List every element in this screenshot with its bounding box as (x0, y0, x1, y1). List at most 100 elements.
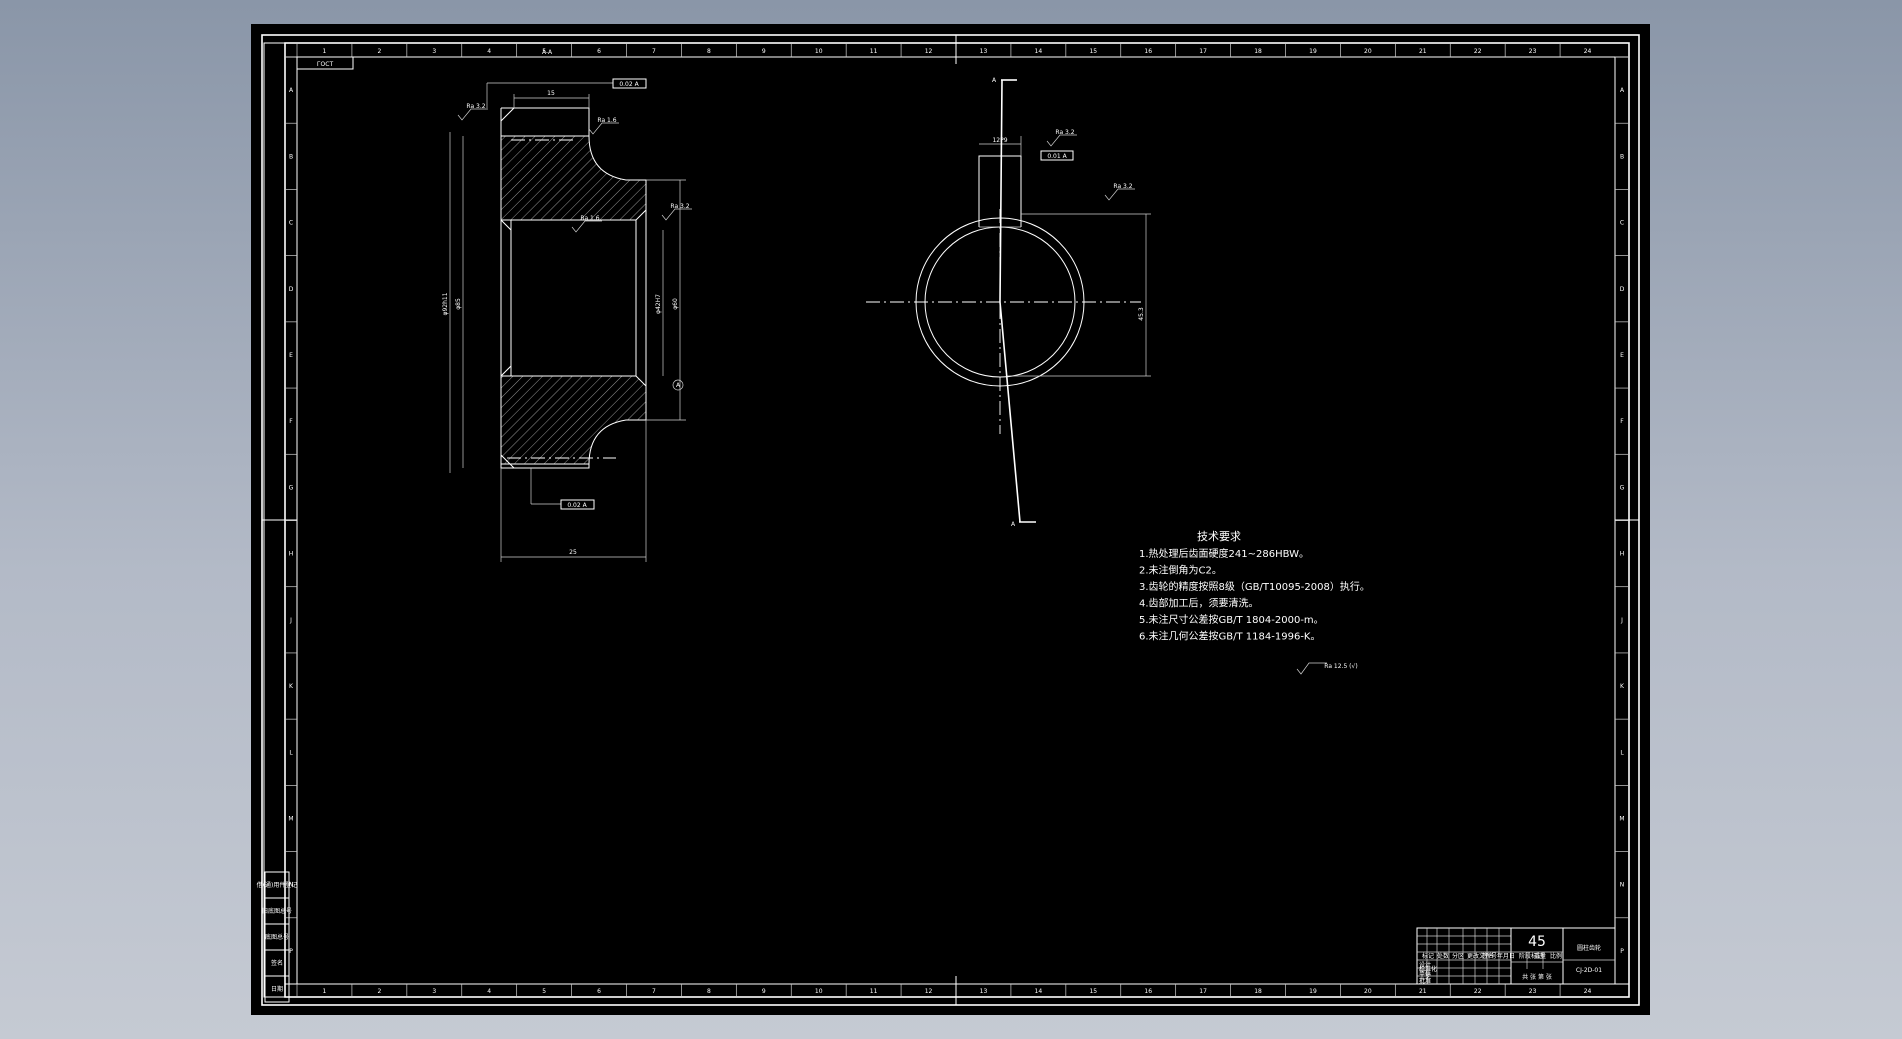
hub-roughness-top-text: Ra 3.2 (1055, 129, 1074, 136)
zone-col-label-bottom: 3 (432, 988, 436, 995)
tech-req-title: 技术要求 (1197, 530, 1241, 543)
keyway-depth-text: 45.3 (1138, 307, 1145, 321)
zone-row-label-right: K (1620, 683, 1625, 690)
zone-col-label-bottom: 21 (1419, 988, 1427, 995)
gear-bore-lines (510, 210, 647, 386)
roughness-chamfer-symbol (588, 122, 619, 135)
general-roughness-symbol (1296, 662, 1327, 675)
section-mark-bot: A (1011, 521, 1016, 528)
bore-chamfer-top (500, 219, 512, 231)
drawing-code-box (296, 56, 354, 70)
zone-col-label-top: 15 (1089, 48, 1097, 55)
zone-col-label-top: 8 (707, 48, 711, 55)
title-label: 更改文件号 (1467, 952, 1497, 960)
technical-requirements: 技术要求1.热处理后齿面硬度241~286HBW。2.未注倒角为C2。3.齿轮的… (1139, 530, 1370, 675)
zone-col-label-top: 20 (1364, 48, 1372, 55)
zone-row-label-right: N (1620, 882, 1625, 889)
title-part-name: 圆柱齿轮 (1577, 944, 1601, 952)
title-block-frame (1416, 927, 1616, 985)
title-label: 审核 (1419, 969, 1431, 977)
tech-req-item: 1.热处理后齿面硬度241~286HBW。 (1139, 547, 1309, 560)
roughness-side-text: Ra 3.2 (670, 203, 689, 210)
zone-row-label-left: H (289, 551, 294, 558)
engineering-drawing[interactable]: 1122334455667788991010111112121313141415… (251, 24, 1650, 1015)
zone-col-label-bottom: 15 (1089, 988, 1097, 995)
zone-row-label-left: K (289, 683, 294, 690)
stamp-cell (264, 975, 290, 1003)
zone-row-label-left: N (289, 882, 294, 889)
zone-col-label-top: 16 (1144, 48, 1152, 55)
keyway-outline (978, 155, 1022, 227)
zone-col-label-top: 6 (597, 48, 601, 55)
zone-col-label-bottom: 14 (1035, 988, 1043, 995)
roughness-top-text: Ra 3.2 (466, 103, 485, 110)
bore-chamfer-bot (500, 365, 512, 377)
dim-bore-text: φ42H7 (655, 294, 662, 314)
zone-col-label-bottom: 19 (1309, 988, 1317, 995)
title-label: 分区 (1452, 952, 1464, 960)
zone-col-label-bottom: 20 (1364, 988, 1372, 995)
roughness-side-symbol (661, 208, 692, 221)
roughness-bore-text: Ra 1.6 (580, 215, 599, 222)
roughness-chamfer-text: Ra 1.6 (597, 117, 616, 124)
zone-col-label-top: 17 (1199, 48, 1207, 55)
zone-row-label-right: G (1620, 484, 1625, 491)
zone-col-label-top: 22 (1474, 48, 1482, 55)
stamp-label: 底图总号 (265, 933, 289, 941)
zone-row-label-right: B (1620, 153, 1624, 160)
zone-col-label-top: 11 (870, 48, 878, 55)
zone-col-label-top: 10 (815, 48, 823, 55)
zone-col-label-top: 18 (1254, 48, 1262, 55)
zone-row-label-left: L (289, 749, 293, 756)
zone-row-label-left: A (289, 87, 294, 94)
title-label: 阶段标记 (1519, 952, 1543, 960)
zone-col-label-top: 19 (1309, 48, 1317, 55)
zone-col-label-bottom: 13 (980, 988, 988, 995)
stamp-label: 日期 (271, 985, 283, 993)
zone-col-label-bottom: 9 (762, 988, 766, 995)
title-material: 45 (1528, 934, 1546, 950)
hub-tolerance-frame (1040, 150, 1074, 161)
zone-row-label-right: E (1620, 352, 1624, 359)
zone-col-label-top: 21 (1419, 48, 1427, 55)
gear-chamfers (500, 107, 515, 469)
zone-col-label-bottom: 24 (1584, 988, 1592, 995)
zone-row-label-left: P (289, 948, 293, 955)
hub-roughness-side-symbol (1104, 188, 1135, 201)
title-label: 共 张 第 张 (1522, 973, 1552, 981)
stamp-label: 借(通)用件登记 (257, 881, 298, 889)
dim-root-diam-text: φ85 (455, 298, 462, 310)
zone-col-label-bottom: 6 (597, 988, 601, 995)
zone-row-label-left: C (289, 220, 293, 227)
zone-row-label-right: P (1620, 948, 1624, 955)
zone-col-label-top: 5 (542, 48, 546, 55)
zone-row-label-right: L (1620, 749, 1624, 756)
zone-row-label-left: B (289, 153, 293, 160)
zone-col-label-top: 3 (432, 48, 436, 55)
zone-col-label-top: 14 (1035, 48, 1043, 55)
stamp-label: 旧底图总号 (262, 907, 292, 915)
dim-hub-text: φ60 (672, 298, 679, 310)
zone-col-label-bottom: 12 (925, 988, 933, 995)
keyway-width-text: 12P9 (992, 137, 1007, 144)
zone-col-label-bottom: 7 (652, 988, 656, 995)
inner-frame (284, 42, 1630, 998)
zone-col-label-top: 23 (1529, 48, 1537, 55)
gear-hatch-upper (500, 135, 647, 221)
tech-req-item: 5.未注尺寸公差按GB/T 1804-2000-m。 (1139, 613, 1324, 626)
tech-req-item: 2.未注倒角为C2。 (1139, 564, 1222, 577)
datum-text: A (676, 382, 681, 389)
gear-hatch-lower (500, 375, 647, 465)
title-label: 重量 (1534, 952, 1546, 960)
hub-roughness-top-symbol (1046, 134, 1077, 147)
zone-col-label-bottom: 17 (1199, 988, 1207, 995)
zone-col-label-top: 9 (762, 48, 766, 55)
zone-row-label-right: D (1620, 286, 1625, 293)
datum-circle (672, 379, 684, 391)
zone-col-label-bottom: 10 (815, 988, 823, 995)
zone-row-label-right: M (1619, 815, 1624, 822)
